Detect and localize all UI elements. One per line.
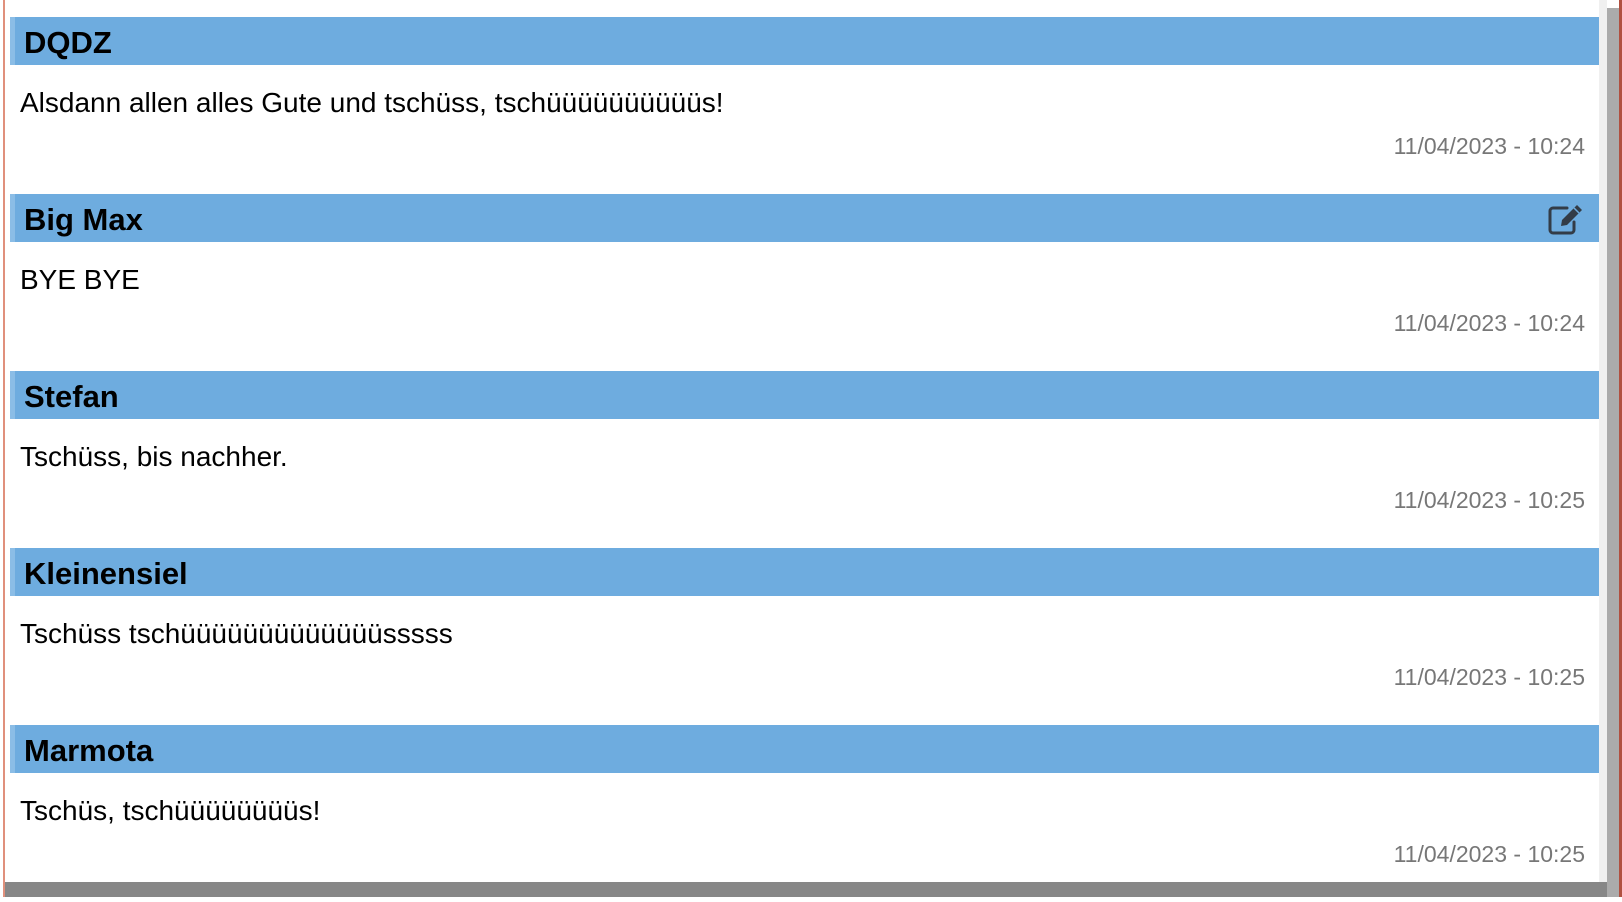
message-timestamp: 11/04/2023 - 10:24 <box>1393 133 1585 159</box>
author-name: DQDZ <box>24 25 112 60</box>
message-header: DQDZ <box>10 17 1599 65</box>
message-entry: Marmota Tschüs, tschüüüüüüüüs! 11/04/202… <box>10 725 1599 902</box>
message-timestamp: 11/04/2023 - 10:25 <box>1393 664 1585 690</box>
edit-icon[interactable] <box>1547 202 1585 236</box>
left-border <box>3 0 5 897</box>
message-header: Kleinensiel <box>10 548 1599 596</box>
message-text: Tschüss, bis nachher. <box>20 441 288 472</box>
message-text: Tschüs, tschüüüüüüüüs! <box>20 795 321 826</box>
author-name: Stefan <box>24 379 119 414</box>
message-text: BYE BYE <box>20 264 140 295</box>
right-gutter <box>1599 0 1607 882</box>
message-entry: Kleinensiel Tschüss tschüüüüüüüüüüüüüsss… <box>10 548 1599 725</box>
author-name: Marmota <box>24 733 154 768</box>
message-timestamp: 11/04/2023 - 10:25 <box>1393 487 1585 513</box>
message-timestamp: 11/04/2023 - 10:24 <box>1393 310 1585 336</box>
message-header: Marmota <box>10 725 1599 773</box>
message-text: Tschüss tschüüüüüüüüüüüüüsssss <box>20 618 453 649</box>
message-entry: DQDZ Alsdann allen alles Gute und tschüs… <box>10 17 1599 194</box>
bottom-frame <box>5 882 1607 897</box>
message-timestamp: 11/04/2023 - 10:25 <box>1393 841 1585 867</box>
right-border <box>1619 0 1622 897</box>
author-name: Kleinensiel <box>24 556 188 591</box>
message-list: DQDZ Alsdann allen alles Gute und tschüs… <box>10 17 1599 902</box>
message-entry: Big Max BYE BYE 11/04/2023 - 10:24 <box>10 194 1599 371</box>
author-name: Big Max <box>24 202 143 237</box>
message-text: Alsdann allen alles Gute und tschüss, ts… <box>20 87 724 118</box>
message-header: Big Max <box>10 194 1599 242</box>
right-frame <box>1607 8 1619 897</box>
message-entry: Stefan Tschüss, bis nachher. 11/04/2023 … <box>10 371 1599 548</box>
message-header: Stefan <box>10 371 1599 419</box>
